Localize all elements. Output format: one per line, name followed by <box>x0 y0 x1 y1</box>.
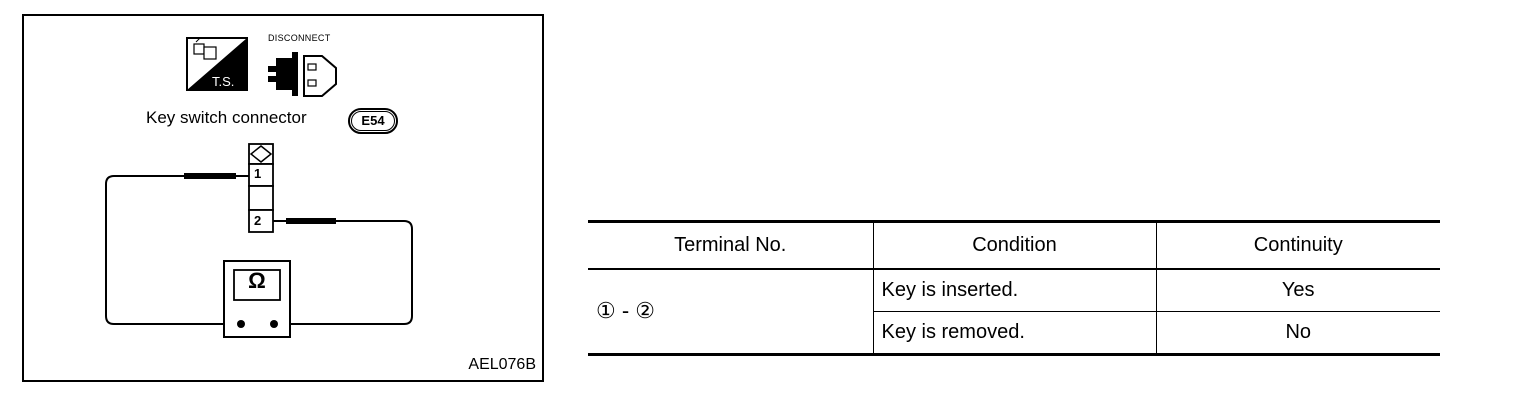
connector-badge: E54 <box>348 108 398 134</box>
terminal-cell: ① - ② <box>588 268 873 356</box>
condition-cell: Key is inserted. <box>872 268 1156 312</box>
ohm-symbol: Ω <box>248 268 266 293</box>
disconnect-label: DISCONNECT <box>268 33 331 43</box>
disconnect-connector-icon <box>268 52 337 97</box>
ohmmeter <box>223 260 291 338</box>
pin-1-label: 1 <box>254 166 262 181</box>
figure-id: AEL076B <box>468 356 536 373</box>
test-leads <box>105 175 413 325</box>
circuit-diagram <box>105 37 413 338</box>
pin-2-label: 2 <box>254 213 262 228</box>
continuity-cell: Yes <box>1155 268 1440 312</box>
ts-label: T.S. <box>212 74 235 89</box>
table-row: ① - ② Key is inserted. Yes <box>588 268 1440 356</box>
condition-cell: Key is removed. <box>872 311 1156 356</box>
continuity-table: Terminal No. Condition Continuity ① - ② … <box>588 220 1440 356</box>
connector-block <box>248 143 274 233</box>
table-header-row: Terminal No. Condition Continuity <box>588 220 1440 270</box>
header-continuity: Continuity <box>1155 220 1440 270</box>
table-row: Key is removed. No <box>588 311 1440 356</box>
probe-2 <box>286 218 336 224</box>
connector-caption: Key switch connector <box>146 108 307 127</box>
probe-1 <box>184 173 236 179</box>
header-terminal-no: Terminal No. <box>588 220 873 270</box>
continuity-cell: No <box>1155 311 1440 356</box>
diagram-panel: DISCONNECT T.S. Key switch connector E54… <box>22 14 544 382</box>
ts-icon <box>186 37 248 91</box>
header-condition: Condition <box>872 220 1156 270</box>
